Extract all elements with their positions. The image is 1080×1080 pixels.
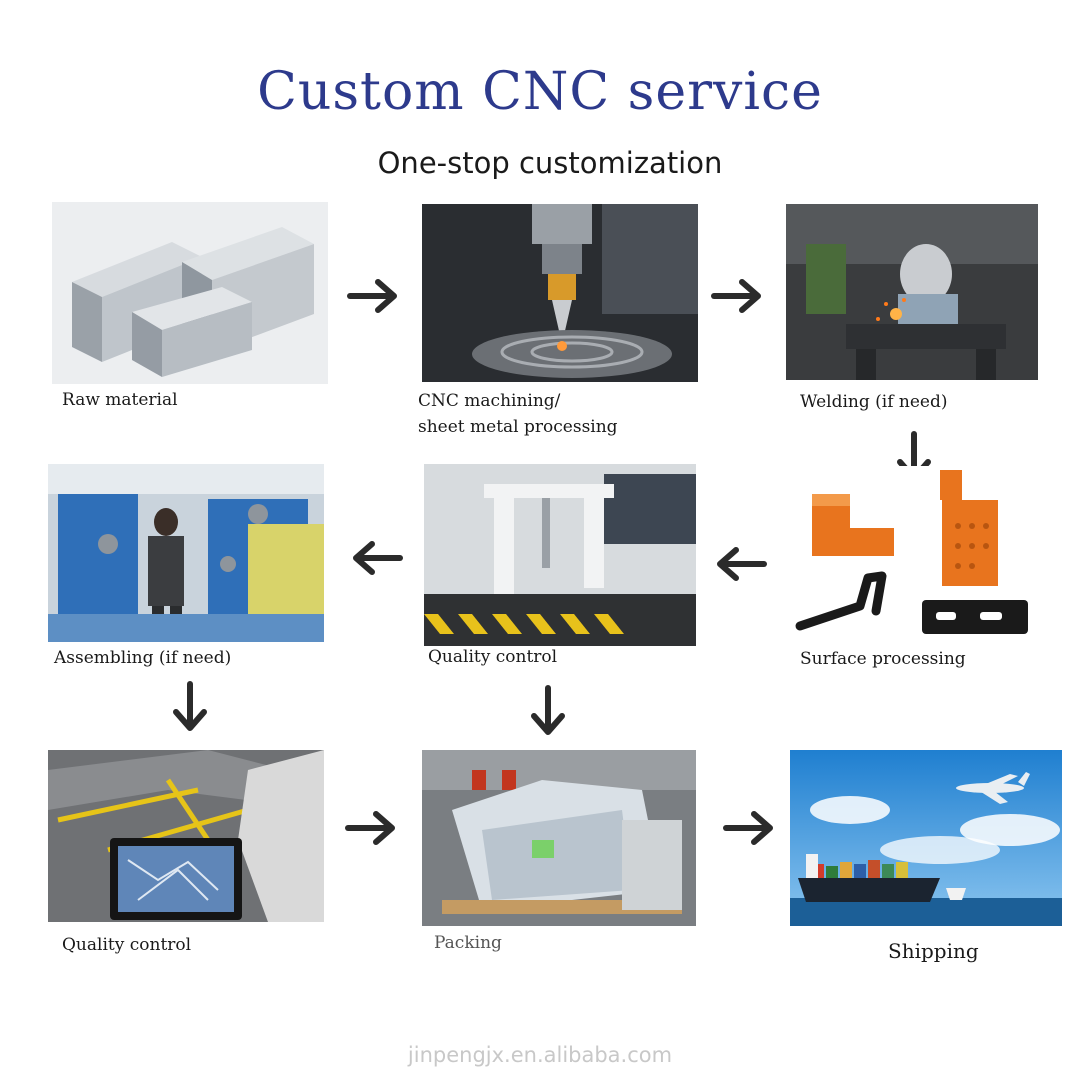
arrow-left-icon [712,536,768,592]
step-label-shipping: Shipping [888,939,979,963]
quality-control-inspection-photo [48,750,324,922]
step-label-quality-control-1: Quality control [428,647,558,667]
step-label-assembling: Assembling (if need) [54,648,232,668]
step-label-welding: Welding (if need) [800,392,948,412]
page-subtitle: One-stop customization [377,146,723,180]
arrow-right-icon [722,800,778,856]
step-label-surface-processing: Surface processing [800,649,966,669]
arrow-right-icon [344,800,400,856]
step-label-cnc-line1: CNC machining/ [418,391,561,411]
step-label-raw-material: Raw material [62,390,178,410]
arrow-left-icon [348,530,404,586]
raw-material-photo [52,202,328,384]
step-label-quality-control-2: Quality control [62,935,192,955]
shipping-photo [790,750,1062,926]
page-title: Custom CNC service [257,62,823,122]
surface-processing-photo [790,466,1038,646]
welding-photo [786,204,1038,380]
arrow-right-icon [346,268,402,324]
packing-photo [422,750,696,926]
arrow-down-icon [520,684,576,740]
step-label-packing: Packing [434,933,502,953]
quality-control-cmm-photo [424,464,696,646]
step-label-cnc-line2: sheet metal processing [418,417,618,437]
cnc-machining-photo [422,204,698,382]
arrow-down-icon [162,680,218,736]
arrow-right-icon [710,268,766,324]
assembling-photo [48,464,324,642]
watermark: jinpengjx.en.alibaba.com [407,1043,673,1067]
